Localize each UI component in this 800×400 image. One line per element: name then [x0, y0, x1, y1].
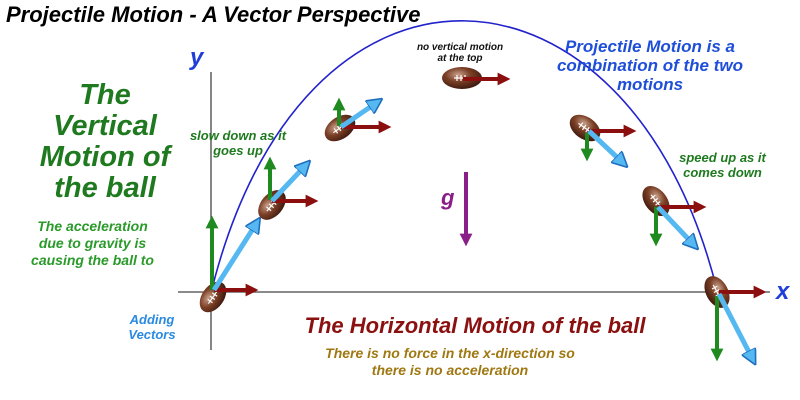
slow-down-line: slow down as it [189, 128, 287, 143]
speed-up-line: speed up as it [679, 150, 766, 165]
vertical-heading-line: Motion of [39, 141, 171, 173]
resultant-vector-falling-2 [656, 205, 693, 244]
resultant-vector-rising-1 [270, 166, 305, 203]
top-note-line: at the top [437, 53, 483, 64]
resultant-vector-landing [716, 292, 752, 358]
ball-rising-1 [258, 190, 286, 220]
adding-vectors-label: Adding Vectors [112, 312, 192, 342]
combination-line: Projectile Motion is a [564, 37, 736, 56]
resultant-vector-falling-1 [587, 129, 622, 162]
horizontal-motion-explanation: There is no force in the x-direction so … [290, 345, 610, 379]
top-note: no vertical motion at the top [395, 42, 525, 64]
ball-top [442, 67, 482, 89]
resultant-vector-launch [211, 224, 256, 292]
adding-vectors-line: Vectors [128, 327, 176, 342]
combination-note: Projectile Motion is a combination of th… [535, 37, 765, 94]
slow-down-line: goes up [213, 143, 263, 158]
x-axis-label: x [776, 278, 790, 305]
vertical-heading-line: the ball [54, 172, 156, 204]
slow-down-note: slow down as it goes up [178, 128, 298, 158]
vertical-motion-heading: The Vertical Motion of the ball [20, 80, 190, 204]
vertical-heading-line: Vertical [53, 110, 157, 142]
horizontal-sub-line: There is no force in the x-direction so [325, 345, 575, 361]
speed-up-note: speed up as it comes down [660, 150, 785, 180]
top-note-line: no vertical motion [416, 42, 504, 53]
trajectory-curve [209, 20, 718, 298]
vertical-heading-line: The [79, 79, 131, 111]
page-title: Projectile Motion - A Vector Perspective [6, 2, 421, 27]
vertical-motion-explanation: The acceleration due to gravity is causi… [10, 218, 175, 269]
y-axis-label: y [190, 44, 204, 71]
combination-line: motions [616, 75, 684, 94]
speed-up-line: comes down [683, 165, 762, 180]
vertical-sub-line: The acceleration [37, 218, 148, 234]
gravity-label: g [441, 185, 455, 210]
vertical-sub-line: causing the ball to [31, 252, 154, 268]
horizontal-sub-line: there is no acceleration [371, 362, 529, 378]
vertical-sub-line: due to gravity is [38, 235, 147, 251]
resultant-vector-rising-2 [339, 103, 376, 130]
combination-line: combination of the two [556, 56, 744, 75]
adding-vectors-line: Adding [129, 312, 175, 327]
horizontal-motion-heading: The Horizontal Motion of the ball [304, 313, 646, 338]
